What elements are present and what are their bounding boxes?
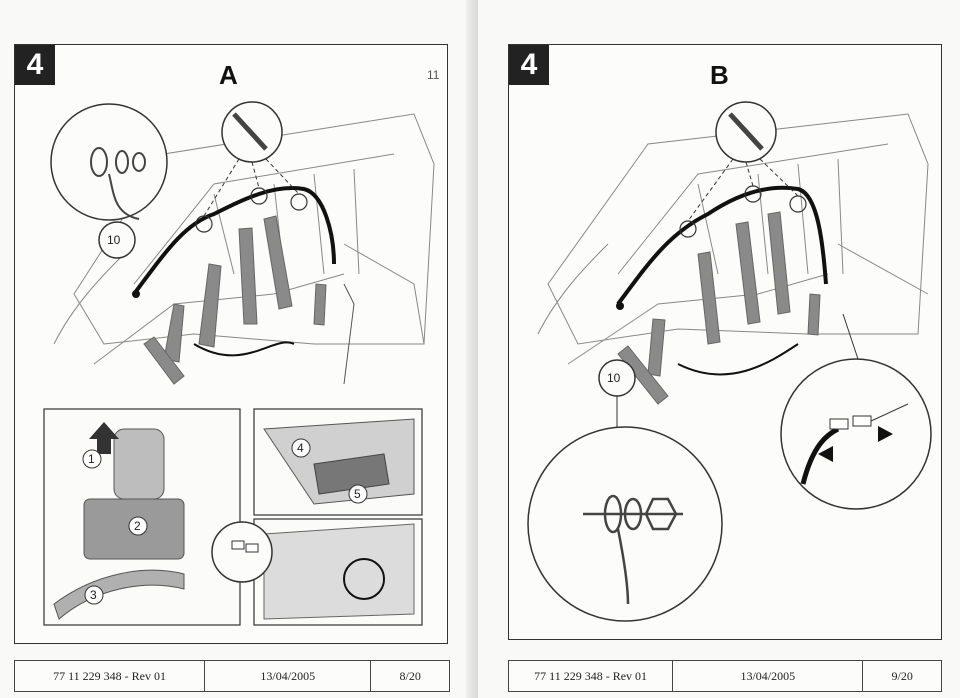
arrow-up — [163, 303, 185, 363]
left-footer: 77 11 229 348 - Rev 01 13/04/2005 8/20 — [14, 660, 450, 692]
right-page: 4 B — [478, 0, 960, 698]
step-number-badge: 4 — [15, 45, 55, 85]
variant-label: A — [219, 60, 238, 90]
footer-page-number: 9/20 — [891, 668, 913, 683]
footer-reference: 77 11 229 348 - Rev 01 — [509, 661, 674, 691]
lift-arrow — [89, 422, 119, 454]
footer-date: 13/04/2005 — [673, 661, 864, 691]
svg-text:10: 10 — [107, 233, 121, 247]
variant-label: B — [710, 60, 729, 90]
zoom-bolt-detail — [50, 103, 168, 221]
right-main-diagram: 10 — [527, 101, 932, 622]
left-page: 4 A 11 — [0, 0, 478, 698]
wiring-harness — [616, 185, 828, 306]
spanner-icon — [98, 221, 136, 259]
svg-text:3: 3 — [90, 588, 97, 602]
footer-date: 13/04/2005 — [205, 661, 372, 691]
wiring-harness — [132, 186, 336, 296]
svg-text:5: 5 — [354, 487, 361, 501]
svg-text:1: 1 — [88, 452, 95, 466]
right-footer: 77 11 229 348 - Rev 01 13/04/2005 9/20 — [508, 660, 942, 692]
footer-page-number: 8/20 — [399, 668, 421, 683]
svg-text:4: 4 — [297, 441, 304, 455]
footer-reference: 77 11 229 348 - Rev 01 — [15, 661, 206, 691]
left-main-diagram: 10 1 2 3 4 5 — [43, 101, 435, 626]
faint-page-number: 11 — [427, 68, 440, 82]
svg-text:2: 2 — [134, 519, 141, 533]
zoom-bolt-detail — [527, 426, 723, 622]
svg-text:10: 10 — [607, 371, 621, 385]
zoom-connector-detail — [780, 358, 932, 510]
step-number-badge: 4 — [509, 45, 549, 85]
